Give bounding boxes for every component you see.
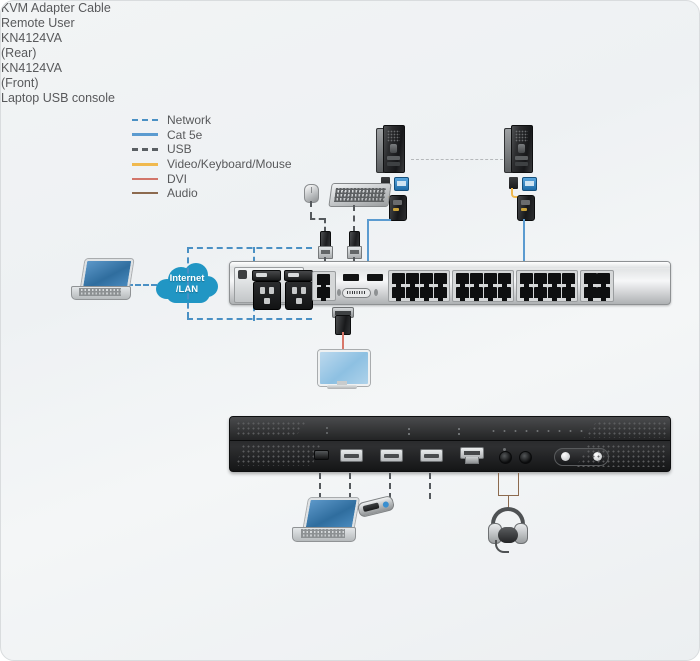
legend-swatch-cat5e-icon — [132, 133, 158, 137]
power-socket-1 — [253, 281, 281, 310]
power-switch-2[interactable] — [284, 270, 313, 281]
front-audio-jack-1[interactable] — [499, 451, 512, 464]
usb-line-mouse-v2 — [324, 218, 326, 232]
usb-line-front-2 — [349, 473, 351, 499]
legend-label-video-keyboard-mouse: Video/Keyboard/Mouse — [167, 157, 292, 172]
kvm-adapter-cable-label: KVM Adapter Cable — [1, 1, 111, 15]
network-line-laptop-to-cloud — [127, 284, 157, 286]
internet-cloud-icon: Internet /LAN — [156, 263, 218, 307]
hdmi-port-1 — [343, 274, 359, 281]
front-audio-jack-2[interactable] — [519, 451, 532, 464]
legend-item-audio: Audio — [132, 186, 292, 201]
console-laptop-icon — [292, 498, 359, 542]
legend-swatch-audio-icon — [132, 192, 158, 195]
ground-screw-icon — [238, 270, 247, 279]
front-usb-port-3[interactable] — [420, 449, 443, 462]
cat5e-line-left-horizontal — [367, 219, 391, 221]
legend-item-network: Network — [132, 113, 292, 128]
device-rear-label-line2: (Rear) — [1, 46, 37, 60]
kvm-switch-front-panel — [229, 416, 671, 472]
legend-swatch-network-icon — [132, 119, 158, 122]
server-tower-left-icon — [376, 125, 405, 173]
legend: Network Cat 5e USB Video/Keyboard/Mouse … — [132, 113, 292, 201]
legend-item-cat5e: Cat 5e — [132, 128, 292, 143]
usb-line-front-4 — [429, 473, 431, 499]
vent-left-top — [236, 421, 308, 437]
audio-line-to-headset — [508, 495, 509, 509]
legend-item-video-keyboard-mouse: Video/Keyboard/Mouse — [132, 157, 292, 172]
front-led-array — [488, 428, 588, 435]
legend-label-network: Network — [167, 113, 212, 128]
legend-label-dvi: DVI — [167, 171, 188, 186]
usb-plug-keyboard-icon — [347, 231, 362, 259]
rj45-bank-1 — [388, 270, 450, 302]
local-monitor-icon — [318, 350, 370, 390]
legend-swatch-usb-icon — [132, 147, 158, 151]
kvm-adapter-right-icon — [509, 177, 543, 221]
legend-label-audio: Audio — [167, 186, 198, 201]
dvi-line-to-monitor — [342, 332, 344, 352]
usb-line-mouse-h — [310, 218, 324, 220]
lan-port-group — [312, 271, 336, 301]
audio-line-jack-2 — [518, 473, 519, 495]
power-socket-2 — [285, 281, 313, 310]
local-mouse-icon — [304, 184, 319, 203]
network-line-bottom — [187, 318, 312, 320]
device-front-label-line1: KN4124VA — [1, 61, 62, 75]
usb-dongle-icon — [356, 494, 396, 519]
dvi-plug-icon — [332, 307, 354, 335]
device-rear-label-line1: KN4124VA — [1, 31, 62, 45]
server-tower-right-icon — [504, 125, 533, 173]
legend-swatch-dvi-icon — [132, 177, 158, 180]
cat5e-line-left-vertical — [367, 219, 369, 263]
rj45-bank-4 — [580, 270, 614, 302]
usb-line-front-3 — [389, 473, 391, 499]
vent-right-top — [582, 421, 666, 438]
vent-left-bottom — [236, 444, 322, 466]
usb-line-mouse-v1 — [310, 201, 312, 218]
network-line-cloud-up — [187, 247, 189, 284]
rj45-bank-2 — [452, 270, 514, 302]
cat5e-line-right-vertical — [523, 219, 525, 263]
audio-line-jack-1 — [498, 473, 499, 495]
usb-plug-mouse-icon — [318, 231, 333, 259]
legend-label-usb: USB — [167, 142, 192, 157]
vent-right-bottom — [576, 444, 666, 467]
legend-item-dvi: DVI — [132, 171, 292, 186]
local-keyboard-icon — [328, 183, 392, 207]
front-usb-port-2[interactable] — [380, 449, 403, 462]
server-group-link — [411, 159, 503, 160]
usb-line-keyboard-v — [353, 205, 355, 232]
cloud-label-line2: /LAN — [175, 284, 199, 295]
usb-line-front-1 — [319, 473, 321, 499]
laptop-usb-console-label: Laptop USB console — [1, 91, 115, 105]
network-line-cloud-down — [187, 284, 189, 318]
legend-item-usb: USB — [132, 142, 292, 157]
rj45-bank-3 — [516, 270, 578, 302]
device-front-label-line2: (Front) — [1, 76, 39, 90]
console-port — [314, 450, 329, 460]
hdmi-port-2 — [367, 274, 383, 281]
legend-swatch-video-keyboard-mouse-icon — [132, 162, 158, 166]
remote-user-label: Remote User — [1, 16, 75, 30]
remote-user-laptop-icon — [71, 259, 134, 301]
front-usb-port-1[interactable] — [340, 449, 363, 462]
front-vga-console-port — [460, 447, 484, 464]
dvi-port — [342, 288, 371, 298]
power-switch-1[interactable] — [252, 270, 281, 281]
network-line-top — [187, 247, 312, 249]
headset-icon — [488, 507, 528, 553]
kvm-switch-rear-panel — [229, 261, 671, 310]
cloud-label-line1: Internet — [169, 273, 205, 284]
legend-label-cat5e: Cat 5e — [167, 127, 203, 142]
